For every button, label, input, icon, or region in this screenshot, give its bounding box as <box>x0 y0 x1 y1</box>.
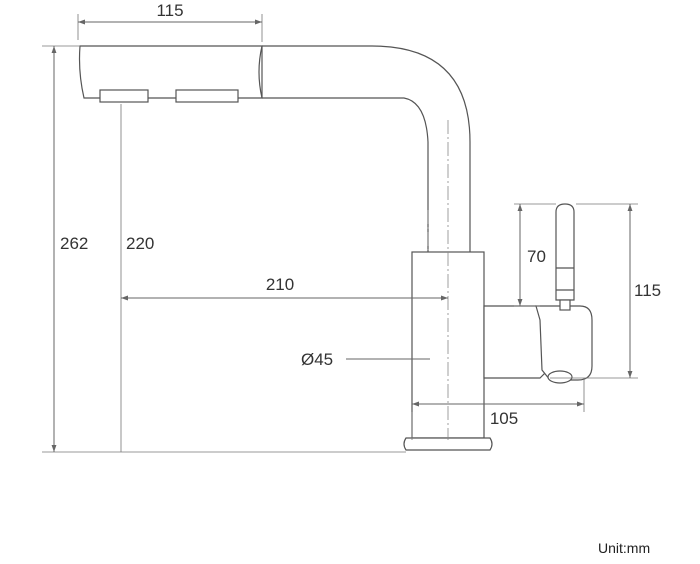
label-spout-head: 115 <box>156 1 183 20</box>
unit-label: Unit:mm <box>598 540 651 556</box>
lever-handle <box>555 203 575 301</box>
label-projection: 105 <box>490 409 518 428</box>
label-reach: 210 <box>266 275 294 294</box>
extension-lines <box>42 14 638 453</box>
label-diameter: Ø45 <box>301 350 333 369</box>
spray-nozzle <box>175 89 239 103</box>
label-lever: 70 <box>527 247 546 266</box>
spout-arm-inner <box>262 97 429 252</box>
handle-hub <box>483 305 549 379</box>
label-total-height: 262 <box>60 234 88 253</box>
label-handle-height: 115 <box>634 281 661 300</box>
handle-cartridge <box>535 305 593 381</box>
spout-arm-outer <box>262 45 471 252</box>
aerator-nozzle <box>99 89 149 103</box>
base-flange <box>403 437 493 451</box>
dimension-labels: 115 262 220 210 Ø45 105 115 70 <box>60 1 661 428</box>
label-spout-height: 220 <box>126 234 154 253</box>
dimension-lines <box>51 19 633 452</box>
faucet-outline <box>78 45 593 451</box>
